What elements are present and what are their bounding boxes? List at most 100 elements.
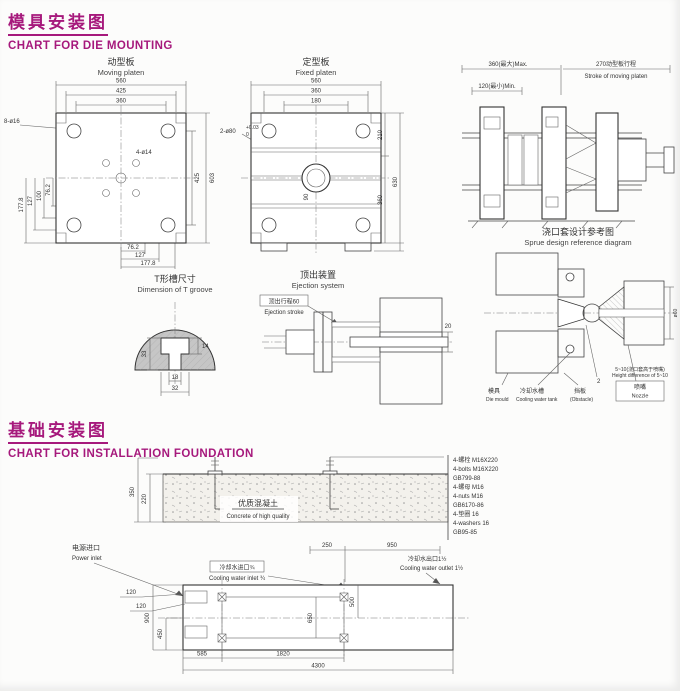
- ejection-system-drawing: 顶出装置 Ejection system 顶出行程60 Ejection str…: [259, 269, 453, 405]
- t-groove-shape: [134, 302, 216, 384]
- foundation-title-cn: 基础安装图: [8, 416, 108, 444]
- moving-platen-drawing: 动型板 Moving platen 560: [4, 56, 216, 269]
- ejection-stroke-label-box: [259, 294, 309, 307]
- dim-76-left: 76.2: [46, 184, 52, 196]
- sprue-design-drawing: 浇口套设计参考图 Sprue design reference diagram …: [484, 226, 679, 403]
- dim-500: 500: [350, 596, 356, 607]
- fixed-platen-title-cn: 定型板: [302, 56, 329, 67]
- moving-platen-title-en: Moving platen: [98, 68, 145, 77]
- inlet-label-box: [209, 560, 265, 573]
- dim-gap-2: 2: [597, 379, 601, 385]
- label-holes-4-d14: 4-ø14: [136, 150, 152, 156]
- ejection-title-cn: 顶出装置: [300, 269, 336, 280]
- anchor-bolt-mark: [339, 633, 349, 643]
- dim-210: 210: [378, 129, 384, 140]
- t-groove-drawing: T形槽尺寸 Dimension of T groove 33 14 18 32: [134, 273, 216, 396]
- dim-4300: 4300: [311, 664, 325, 670]
- label-bore-tol-lo: 0: [246, 132, 249, 138]
- anchor-bolt-mark: [217, 592, 227, 602]
- bom-line: 4-washers 16: [453, 521, 490, 527]
- dim-360: 360: [116, 99, 127, 105]
- moving-platen-dim-lines: [19, 81, 210, 269]
- foundation-title-en: CHART FOR INSTALLATION FOUNDATION: [8, 448, 254, 460]
- sprue-section: [484, 252, 674, 374]
- plan-bottom-dims: [182, 642, 454, 674]
- dim-stroke-min: 120(最小)Min.: [478, 82, 516, 90]
- label-baffle-en: (Obstacle): [570, 397, 593, 403]
- dim-127-bottom: 127: [135, 253, 146, 259]
- dim-d60: ø60: [673, 308, 679, 317]
- plan-side-dims: [120, 584, 359, 651]
- ejection-title-en: Ejection system: [292, 281, 345, 290]
- ejection-section: [262, 297, 452, 405]
- label-nozzle-cn: 喷嘴: [634, 383, 646, 391]
- power-inlet-en: Power inlet: [72, 556, 102, 562]
- concrete-label-cn: 优质混凝土: [238, 498, 278, 508]
- plan-top-dims: [309, 546, 441, 582]
- dim-32: 32: [172, 386, 179, 392]
- machine-side-view-drawing: 360(最大)Max. 270动型板行程 Stroke of moving pl…: [461, 60, 675, 229]
- nozzle-label-box: [615, 380, 665, 402]
- anchor-bolt-mark: [217, 633, 227, 643]
- section-foundation-header: 基础安装图 CHART FOR INSTALLATION FOUNDATION: [8, 416, 254, 460]
- dim-177-left: 177.8: [19, 197, 25, 213]
- cooling-inlet-en: Cooling water inlet ¾: [209, 576, 266, 582]
- moving-platen-title-cn: 动型板: [107, 56, 134, 67]
- dim-stroke-max: 360(最大)Max.: [488, 60, 527, 68]
- dim-90: 90: [304, 193, 310, 200]
- ejection-stroke-en: Ejection stroke: [264, 310, 304, 316]
- machine-footprint: [158, 579, 470, 656]
- side-view-machine: [462, 106, 675, 229]
- dim-20: 20: [445, 324, 452, 330]
- cooling-outlet-cn: 冷却水出口1½: [408, 555, 446, 563]
- die-mounting-title-en: CHART FOR DIE MOUNTING: [8, 40, 173, 52]
- side-view-dim-lines: [461, 65, 671, 95]
- t-groove-dim-lines: [147, 337, 202, 396]
- fixed-platen-outline: [241, 105, 391, 253]
- dim-33: 33: [142, 350, 148, 357]
- dim-425-right: 425: [195, 172, 201, 183]
- bolt-bom-list: 4-螺栓 M16X220 4-bolts M16X220 GB799-88 4-…: [453, 456, 499, 536]
- dim-650: 650: [308, 612, 314, 623]
- dim-127-left: 127: [28, 195, 34, 206]
- concrete-label-en: Concrete of high quality: [226, 514, 289, 520]
- t-groove-title-en: Dimension of T groove: [137, 285, 212, 294]
- ejection-dim-lines: [442, 331, 453, 353]
- dim-560: 560: [311, 79, 322, 85]
- dim-1820: 1820: [276, 652, 290, 658]
- power-inlet-cn: 电源进口: [72, 543, 100, 552]
- dim-177-bottom: 177.8: [140, 261, 156, 267]
- sprue-title-en: Sprue design reference diagram: [524, 238, 631, 247]
- anchor-bolt: [322, 457, 339, 510]
- label-cooling-cn: 冷却水槽: [520, 387, 544, 395]
- dim-220: 220: [142, 493, 148, 504]
- label-bore-tol-hi: +0.03: [246, 125, 259, 131]
- dim-350: 350: [130, 486, 136, 497]
- dim-platen-stroke-en: Stroke of moving platen: [584, 74, 647, 80]
- label-holes-8-d16: 8-ø16: [4, 119, 20, 125]
- dim-360: 360: [311, 89, 322, 95]
- label-die-cn: 模具: [488, 387, 500, 395]
- dim-platen-stroke-cn: 270动型板行程: [596, 60, 636, 68]
- dim-180: 180: [311, 99, 322, 105]
- dim-120-a: 120: [126, 590, 137, 596]
- foundation-plan-drawing: 电源进口 Power inlet 250 950 冷却水进口¾ Cooling …: [72, 543, 470, 674]
- dim-250: 250: [322, 543, 333, 549]
- dim-603-right: 603: [210, 172, 216, 183]
- t-groove-title-cn: T形槽尺寸: [154, 273, 196, 284]
- section-die-mounting-header: 模具安装图 CHART FOR DIE MOUNTING: [8, 8, 173, 52]
- die-mounting-title-cn: 模具安装图: [8, 8, 108, 36]
- label-cooling-en: Cooling water tank: [516, 397, 558, 403]
- label-baffle-cn: 挡板: [574, 387, 586, 395]
- sprue-note-cn: 5~10(浇口套高于喷嘴): [615, 366, 665, 373]
- dim-630: 630: [393, 176, 399, 187]
- bom-line: 4-nuts M16: [453, 494, 484, 500]
- label-nozzle-en: Nozzle: [632, 394, 649, 400]
- bom-line: GB799-88: [453, 476, 481, 482]
- bom-line: 4-垫圈 16: [453, 510, 479, 518]
- power-inlet-leader: [93, 562, 184, 597]
- bom-line: 4-螺母 M16: [453, 483, 484, 491]
- fixed-platen-title-en: Fixed platen: [296, 68, 337, 77]
- dim-100-left: 100: [37, 190, 43, 201]
